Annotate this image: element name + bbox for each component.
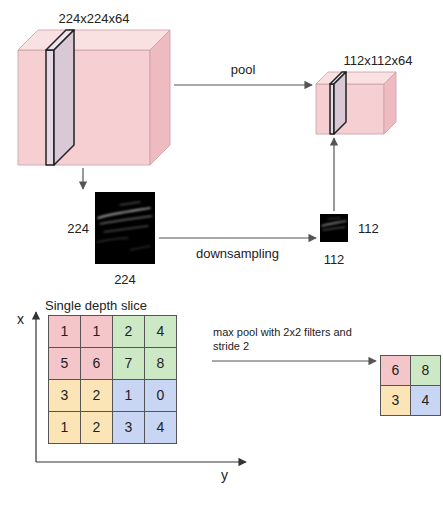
cell-value: 2 [125, 324, 133, 339]
grid-cell: 1 [48, 411, 81, 444]
cube-face [334, 72, 346, 134]
grid-cell: 3 [380, 385, 411, 416]
cell-value: 8 [157, 356, 165, 371]
grid-cell: 4 [144, 315, 177, 348]
dimension-label: 224x224x64 [59, 11, 130, 26]
cell-value: 1 [125, 388, 133, 403]
depth-slice-grid: Single depth slice1124567832101234 [48, 315, 176, 443]
volume-box: 224x224x64 [18, 30, 170, 165]
y-axis-arrow [36, 461, 246, 462]
cube-face [150, 30, 170, 165]
grid-cell: 2 [112, 315, 145, 348]
volume-box: 112x112x64 [316, 72, 396, 134]
x-axis-arrow [35, 312, 36, 462]
grid-cell: 4 [410, 385, 441, 416]
cell-value: 2 [93, 388, 101, 403]
cube-face [316, 72, 396, 84]
cube-face [54, 30, 74, 165]
grid-cell: 8 [410, 355, 441, 386]
feature-map: 224224 [95, 192, 155, 264]
grid-cell: 4 [144, 411, 177, 444]
cell-value: 6 [93, 356, 101, 371]
grid-cell: 2 [80, 411, 113, 444]
cube-face [18, 30, 170, 50]
grid-cell: 3 [112, 411, 145, 444]
flow-arrow [82, 168, 83, 189]
grid-cell: 7 [112, 347, 145, 380]
cube-face [384, 72, 396, 134]
grid-cell: 1 [112, 379, 145, 412]
flow-arrow [212, 360, 376, 361]
cube-outline [316, 72, 396, 134]
cell-value: 8 [422, 363, 430, 378]
cell-value: 0 [157, 388, 165, 403]
flow-arrow [174, 84, 312, 85]
cell-value: 5 [61, 356, 69, 371]
flow-arrow [333, 138, 334, 211]
cell-value: 7 [125, 356, 133, 371]
flow-arrow [159, 237, 316, 238]
cell-value: 3 [125, 420, 133, 435]
edge-label: max pool with 2x2 filters and stride 2 [213, 325, 353, 353]
dimension-label: 112x112x64 [344, 53, 413, 68]
cell-value: 4 [157, 324, 165, 339]
grid-cell: 6 [80, 347, 113, 380]
grid-cell: 8 [144, 347, 177, 380]
grid-cell: 5 [48, 347, 81, 380]
feature-image-small [320, 214, 348, 242]
grid-heading: Single depth slice [45, 298, 147, 313]
axis-label: x [17, 312, 24, 327]
cell-value: 3 [392, 393, 400, 408]
cube-outline [18, 30, 170, 165]
size-label: 112 [324, 252, 345, 267]
grid-cell: 6 [380, 355, 411, 386]
cube-face [316, 84, 384, 134]
axis-label: y [221, 468, 228, 483]
cell-value: 1 [61, 420, 69, 435]
cell-value: 2 [93, 420, 101, 435]
cell-value: 1 [61, 324, 69, 339]
grid-cell: 2 [80, 379, 113, 412]
size-label: 112 [358, 221, 379, 236]
grid-cell: 3 [48, 379, 81, 412]
cell-value: 1 [93, 324, 101, 339]
cube-face [18, 50, 150, 165]
size-label: 224 [67, 221, 89, 236]
cell-value: 3 [61, 388, 69, 403]
cube-face [46, 50, 54, 165]
grid-cell: 1 [48, 315, 81, 348]
size-label: 224 [114, 272, 136, 287]
edge-label: pool [231, 62, 256, 77]
grid-cell: 1 [80, 315, 113, 348]
edge-label: downsampling [196, 246, 279, 261]
cell-value: 4 [422, 393, 430, 408]
grid-cell: 0 [144, 379, 177, 412]
cell-value: 6 [392, 363, 400, 378]
feature-map: 112112 [320, 214, 348, 242]
feature-image-large [95, 192, 155, 264]
cell-value: 4 [157, 420, 165, 435]
